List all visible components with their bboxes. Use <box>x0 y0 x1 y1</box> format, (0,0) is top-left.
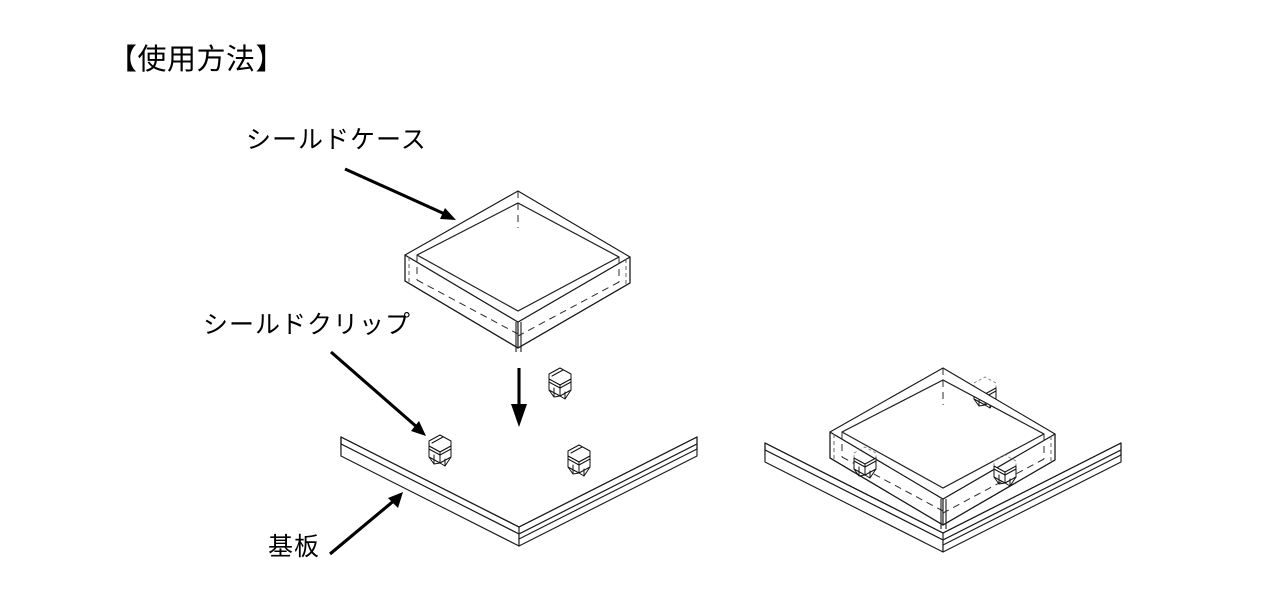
arrow-to-shield-case <box>344 167 456 220</box>
shield-clip-board-right <box>567 444 591 477</box>
label-substrate: 基板 <box>268 534 321 561</box>
arrow-to-substrate <box>329 492 403 556</box>
shield-clip-assembled-right <box>993 454 1017 487</box>
shield-clip-board-left <box>428 434 452 467</box>
shield-clip-floating <box>548 367 572 400</box>
substrate-board-left <box>340 436 698 547</box>
shield-case-left <box>404 190 631 352</box>
page-title: 【使用方法】 <box>108 44 286 76</box>
figure-assembled <box>764 367 1122 553</box>
arrow-to-shield-clip <box>329 350 426 436</box>
label-shield-clip: シールドクリップ <box>203 312 412 339</box>
substrate-board-right <box>764 442 1122 553</box>
shield-clip-assembled-left <box>853 446 877 479</box>
figure-exploded-assembly <box>329 167 698 556</box>
label-shield-case: シールドケース <box>246 127 427 154</box>
arrow-assembly-direction <box>511 368 527 427</box>
